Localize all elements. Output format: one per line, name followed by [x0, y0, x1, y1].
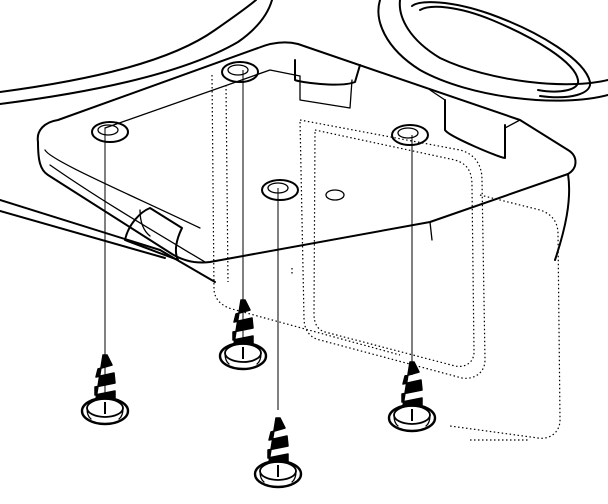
screw-axis-lines	[104, 70, 413, 410]
screw	[387, 360, 437, 433]
mounting-hole	[91, 121, 129, 143]
locating-tab	[124, 207, 183, 261]
housing	[36, 41, 577, 264]
mounting-hole	[391, 124, 429, 146]
mounting-hole	[261, 179, 299, 201]
screw	[253, 416, 303, 489]
panel-edge	[0, 0, 257, 93]
mounting-hole	[221, 61, 259, 83]
lens-ring	[377, 0, 608, 102]
background-parts	[0, 0, 608, 441]
hidden-housing-outline	[211, 74, 561, 441]
screws	[80, 298, 437, 489]
panel-edge	[0, 0, 273, 105]
